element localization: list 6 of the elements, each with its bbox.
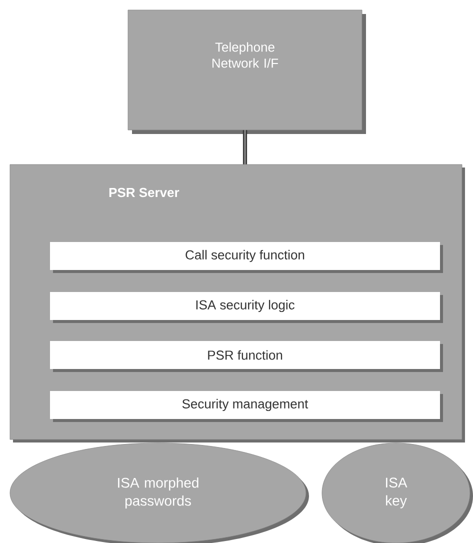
function-box: Call security function (50, 242, 443, 273)
function-box: ISA security logic (50, 292, 443, 323)
function-box: Security management (50, 391, 443, 422)
interface-box: Telephone Network I/F (128, 10, 366, 134)
connector-line (243, 130, 247, 165)
function-box: PSR function (50, 341, 443, 372)
